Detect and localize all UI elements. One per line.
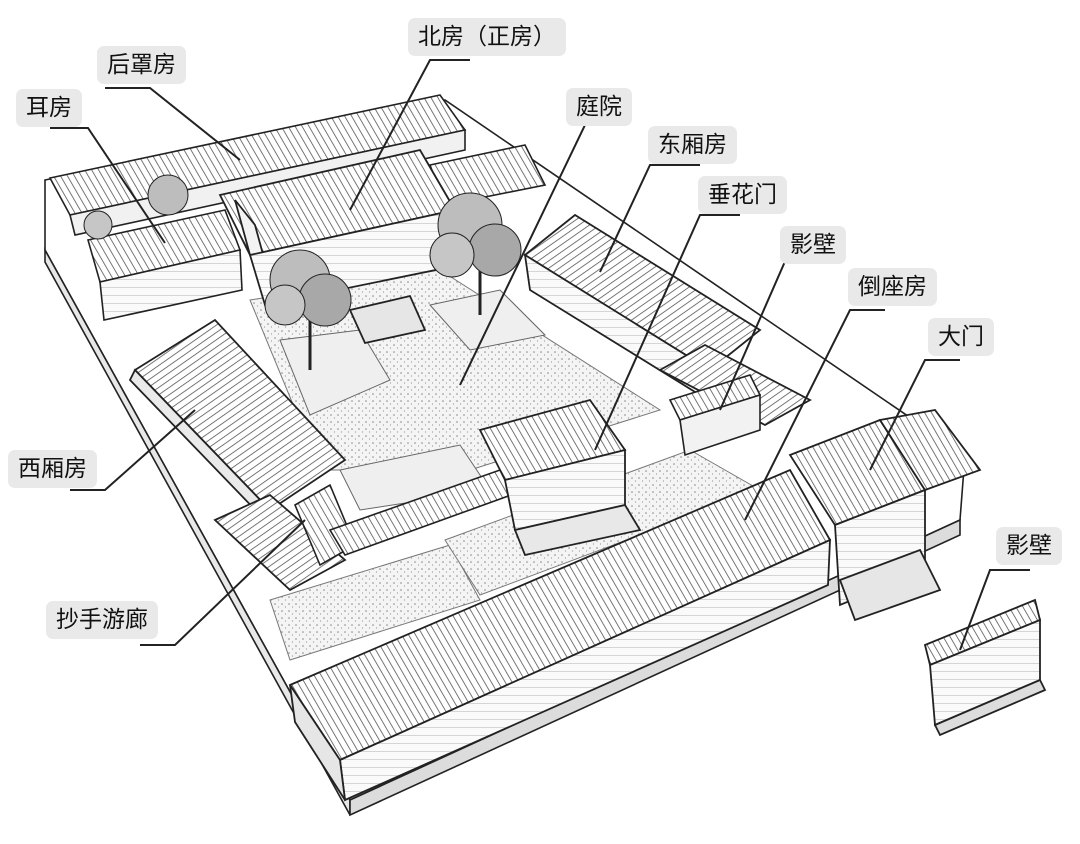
- chuihuamen-gate: [478, 398, 642, 557]
- label-houzhaofang: 后罩房: [97, 46, 186, 84]
- label-beifang: 北房（正房）: [408, 18, 566, 56]
- tree-west-icon: [264, 249, 352, 370]
- erfang-building: [86, 144, 547, 321]
- label-yingbi-inner: 影壁: [780, 226, 846, 264]
- inner-screen-wall: [668, 374, 762, 457]
- tree-east-icon: [429, 192, 522, 315]
- outer-screen-wall: [923, 598, 1047, 737]
- label-daozuofang: 倒座房: [848, 268, 937, 306]
- tree-icons: [83, 174, 522, 370]
- label-erfang: 耳房: [16, 89, 82, 127]
- label-xixiangfang: 西厢房: [8, 450, 97, 488]
- label-damen: 大门: [928, 318, 994, 356]
- label-chuihuamen: 垂花门: [698, 176, 787, 214]
- damen-gate: [788, 409, 982, 622]
- label-dongxiangfang: 东厢房: [648, 126, 737, 164]
- xixiangfang-building: [128, 318, 347, 592]
- tree-back-icon: [83, 174, 189, 240]
- label-tingyuan: 庭院: [566, 88, 632, 126]
- daozuofang-building: [288, 468, 832, 802]
- label-yingbi-outer: 影壁: [996, 527, 1062, 565]
- label-chaoshouyoulang: 抄手游廊: [46, 601, 158, 639]
